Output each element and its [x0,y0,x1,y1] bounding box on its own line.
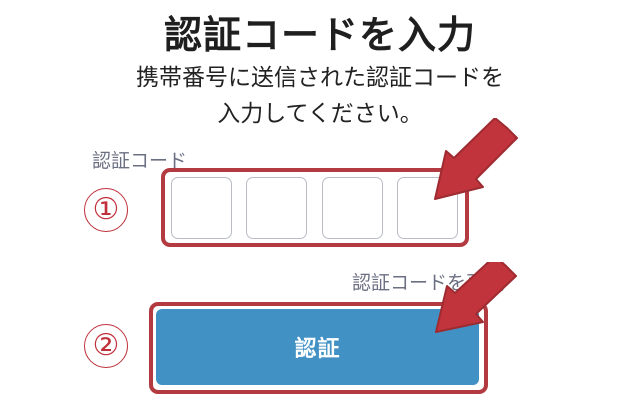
pointer-arrow-icon [434,118,518,200]
verify-button-highlight [149,302,488,394]
instruction-line-1: 携帯番号に送信された認証コードを [136,65,504,91]
code-field-label: 認証コード [92,150,188,172]
pointer-arrow-icon [435,262,517,333]
verify-button[interactable]: 認証 [156,309,479,385]
step-2-marker: ② [84,324,128,368]
code-digit-3-input[interactable] [322,177,383,239]
code-input-highlight [161,168,469,247]
instruction-line-2: 入力してください。 [217,101,423,127]
page-title: 認証コードを入力 [163,13,476,57]
step-1-marker: ① [84,188,128,232]
code-digit-1-input[interactable] [171,177,232,239]
code-digit-2-input[interactable] [246,177,307,239]
instruction-text: 携帯番号に送信された認証コードを 入力してください。 [0,60,640,132]
